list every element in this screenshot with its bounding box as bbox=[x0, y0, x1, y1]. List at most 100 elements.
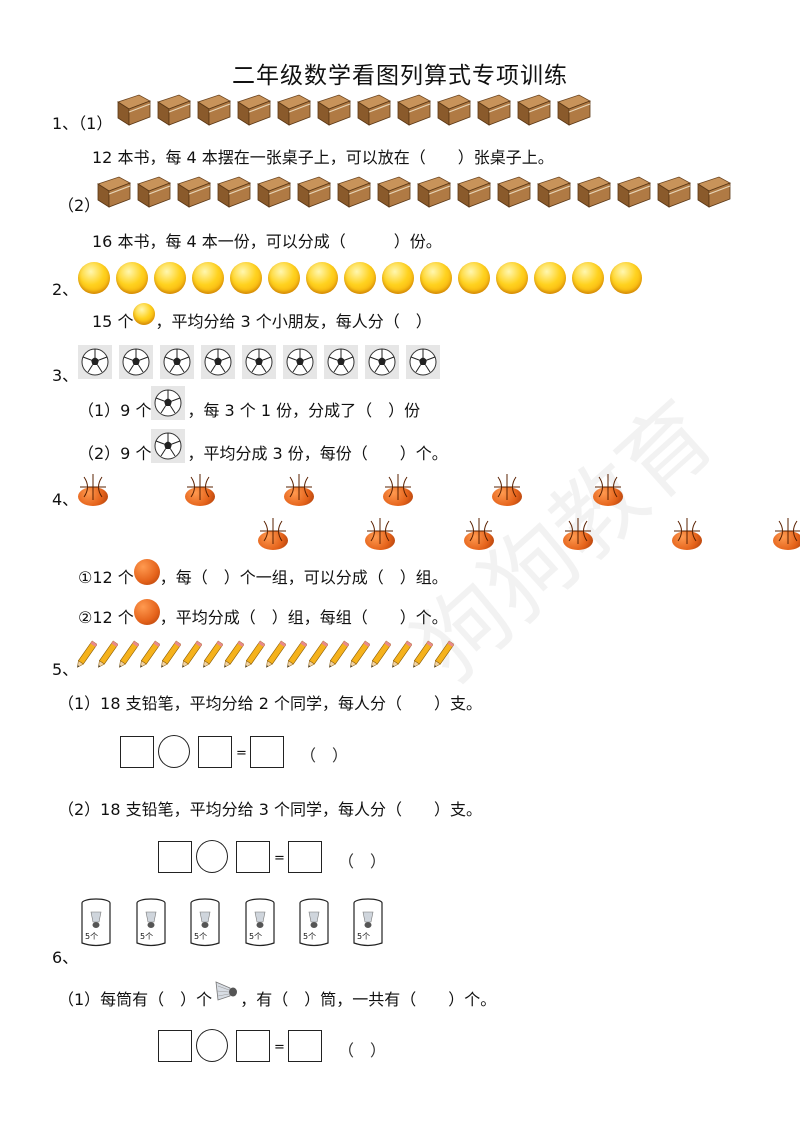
basketball-icon bbox=[365, 518, 395, 550]
book-icon bbox=[255, 174, 293, 210]
tube-label: 5个 bbox=[194, 932, 208, 941]
shuttlecock-tube-icon: 5个 bbox=[135, 898, 167, 948]
pencil-icon bbox=[97, 638, 119, 672]
q2-number: 2、 bbox=[52, 280, 79, 299]
q5-question-2: （2）18 支铅笔，平均分给 3 个同学，每人分（ ）支。 bbox=[58, 800, 482, 819]
pencil-icon bbox=[181, 638, 203, 672]
operator-circle[interactable] bbox=[158, 735, 190, 768]
tube-label: 5个 bbox=[140, 932, 154, 941]
smiley-icon bbox=[420, 262, 452, 294]
soccer-ball-icon bbox=[324, 345, 358, 379]
pencil-icon bbox=[370, 638, 392, 672]
book-icon bbox=[195, 92, 233, 128]
basketball-icon bbox=[672, 518, 702, 550]
shuttlecock-tube-icon: 5个 bbox=[244, 898, 276, 948]
book-icon bbox=[215, 174, 253, 210]
book-icon bbox=[235, 92, 273, 128]
pencil-icon bbox=[118, 638, 140, 672]
q1-question-2: 16 本书，每 4 本一份，可以分成（ ）份。 bbox=[92, 232, 442, 251]
basketball-icon bbox=[464, 518, 494, 550]
book-icon bbox=[475, 92, 513, 128]
smiley-icon bbox=[344, 262, 376, 294]
smiley-icon bbox=[382, 262, 414, 294]
basketball-icon bbox=[185, 474, 215, 506]
pencil-icon bbox=[160, 638, 182, 672]
q5-number: 5、 bbox=[52, 660, 79, 679]
q6-question-1: （1）每筒有（ ）个 ，有（ ）筒，一共有（ ）个。 bbox=[58, 976, 496, 1010]
book-icon bbox=[435, 92, 473, 128]
answer-box[interactable] bbox=[158, 841, 192, 873]
q4-number: 4、 bbox=[52, 490, 79, 509]
answer-box[interactable] bbox=[250, 736, 284, 768]
smiley-icon bbox=[306, 262, 338, 294]
pencil-icon bbox=[223, 638, 245, 672]
answer-box[interactable] bbox=[288, 1030, 322, 1062]
basketball-icon bbox=[133, 599, 160, 625]
q4-s2-pre: ②12 个 bbox=[78, 608, 134, 627]
pencil-icon bbox=[412, 638, 434, 672]
book-icon bbox=[655, 174, 693, 210]
operator-circle[interactable] bbox=[196, 1029, 228, 1062]
q3-s1-pre: （1）9 个 bbox=[78, 401, 152, 420]
shuttlecock-tube-icon: 5个 bbox=[352, 898, 384, 948]
book-icon bbox=[555, 92, 593, 128]
book-icon bbox=[515, 92, 553, 128]
q3-question-1: （1）9 个 ，每 3 个 1 份，分成了（ ）份 bbox=[78, 385, 420, 421]
q4-s2-post: ，平均分成（ ）组，每组（ ）个。 bbox=[159, 608, 448, 627]
answer-box[interactable] bbox=[158, 1030, 192, 1062]
q6-s1-post: ，有（ ）筒，一共有（ ）个。 bbox=[240, 990, 497, 1009]
answer-box[interactable] bbox=[288, 841, 322, 873]
answer-box[interactable] bbox=[236, 841, 270, 873]
tube-label: 5个 bbox=[85, 932, 99, 941]
book-icon bbox=[95, 174, 133, 210]
soccer-ball-icon bbox=[160, 345, 194, 379]
answer-box[interactable] bbox=[236, 1030, 270, 1062]
smiley-icon bbox=[192, 262, 224, 294]
book-icon bbox=[575, 174, 613, 210]
unit-parens: （ ） bbox=[338, 852, 387, 871]
operator-circle[interactable] bbox=[196, 840, 228, 873]
shuttlecock-tube-icon: 5个 bbox=[189, 898, 221, 948]
pencil-icon bbox=[76, 638, 98, 672]
q4-s1-post: ，每（ ）个一组，可以分成（ ）组。 bbox=[159, 568, 448, 587]
q6-s1-pre: （1）每筒有（ ）个 bbox=[58, 990, 213, 1009]
book-icon bbox=[495, 174, 533, 210]
q4-s1-pre: ①12 个 bbox=[78, 568, 134, 587]
basketball-icon bbox=[78, 474, 108, 506]
pencil-icon bbox=[202, 638, 224, 672]
smiley-icon bbox=[572, 262, 604, 294]
q1-question-1: 12 本书，每 4 本摆在一张桌子上，可以放在（ ）张桌子上。 bbox=[92, 148, 554, 167]
book-icon bbox=[155, 92, 193, 128]
book-icon bbox=[415, 174, 453, 210]
smiley-icon bbox=[268, 262, 300, 294]
basketball-icon bbox=[563, 518, 593, 550]
equals-sign: = bbox=[274, 1040, 285, 1055]
pencil-icon bbox=[244, 638, 266, 672]
answer-box[interactable] bbox=[120, 736, 154, 768]
basketball-icon bbox=[383, 474, 413, 506]
book-icon bbox=[375, 174, 413, 210]
smiley-icon bbox=[458, 262, 490, 294]
basketball-icon bbox=[133, 559, 160, 585]
answer-box[interactable] bbox=[198, 736, 232, 768]
q1-books-row-2 bbox=[95, 174, 735, 210]
smiley-icon bbox=[154, 262, 186, 294]
book-icon bbox=[175, 174, 213, 210]
book-icon bbox=[295, 174, 333, 210]
q1-number: 1、（1） bbox=[52, 114, 113, 133]
q4-question-2: ②12 个 ，平均分成（ ）组，每组（ ）个。 bbox=[78, 596, 448, 628]
q2-text-post: ，平均分给 3 个小朋友，每人分（ ） bbox=[155, 312, 432, 331]
shuttlecock-tube-icon: 5个 bbox=[298, 898, 330, 948]
book-icon bbox=[315, 92, 353, 128]
pencil-icon bbox=[349, 638, 371, 672]
soccer-ball-icon bbox=[242, 345, 276, 379]
unit-parens: （ ） bbox=[338, 1041, 387, 1060]
tube-label: 5个 bbox=[249, 932, 263, 941]
soccer-ball-icon bbox=[283, 345, 317, 379]
q3-s1-post: ，每 3 个 1 份，分成了（ ）份 bbox=[187, 401, 421, 420]
q3-s2-pre: （2）9 个 bbox=[78, 444, 152, 463]
smiley-icon bbox=[496, 262, 528, 294]
q2-question: 15 个 ，平均分给 3 个小朋友，每人分（ ） bbox=[92, 303, 432, 332]
q3-soccer-row bbox=[78, 345, 447, 379]
book-icon bbox=[355, 92, 393, 128]
